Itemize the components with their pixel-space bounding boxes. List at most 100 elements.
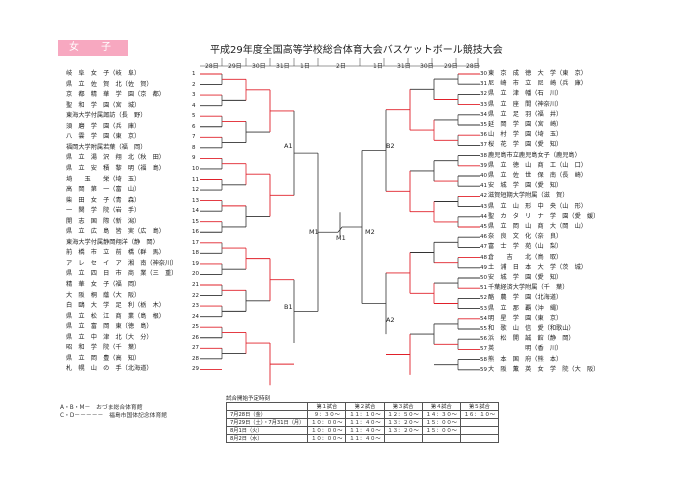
team-name: 熊 本 国 府（熊 本）: [488, 355, 563, 363]
team-name: 県 立 岡 豊（高 知）: [66, 354, 141, 362]
team-name: 県 立 徳 山 商 工（山 口）: [488, 161, 587, 169]
team-entry: 安 城 学 園（愛 知）50: [480, 274, 648, 282]
schedule-row: 7月29日（土）・7月31日（月）１０：００～１１：４０～１３：２０～１５：００…: [225, 418, 499, 427]
schedule-cell: １０：００～: [307, 418, 347, 427]
schedule-cell: １１：１０～: [345, 410, 385, 419]
team-name: 一 関 学 院（岩 手）: [66, 207, 141, 215]
date-label: 30日: [252, 63, 266, 70]
team-entry: 精 華 女 子（福 岡）21: [66, 281, 208, 289]
team-entry: 福岡大学附属若葉（福 岡） 8: [66, 144, 208, 152]
team-entry: 県 立 湯 沢 翔 北（秋 田） 9: [66, 154, 208, 162]
schedule-cell: １５：００～: [421, 418, 461, 427]
team-number: 8: [192, 144, 196, 151]
team-name: 県 立 湯 沢 翔 北（秋 田）: [66, 154, 165, 162]
team-name: 東 京 成 徳 大 学（東 京）: [488, 70, 587, 77]
team-name: 大 阪 桐 蔭（大 阪）: [66, 291, 141, 299]
team-entry: 県 立 広 島 皆 実（広 島）16: [66, 228, 208, 236]
date-label: 28日: [205, 63, 219, 70]
team-number: 37: [480, 142, 487, 149]
team-number: 9: [192, 155, 196, 162]
team-name: 県 立 那 覇（沖 縄）: [488, 304, 563, 312]
team-number: 1: [192, 71, 196, 77]
team-entry: ア レ セ イ ア 湘 南（神奈川）19: [66, 260, 208, 268]
team-name: 大 阪 薫 英 女 学 院（大 阪）: [488, 365, 600, 373]
schedule-cell: １１：４０～: [345, 418, 385, 427]
team-name: 尼 崎 市 立 尼 崎（兵 庫）: [488, 80, 587, 88]
court-label-m2: M2: [365, 228, 375, 236]
team-entry: 県 立 徳 山 商 工（山 口）39: [480, 161, 648, 170]
team-name: 県 立 富 岡 東（徳 島）: [66, 323, 153, 331]
team-entry: 明 星 学 園（東 京）54: [480, 314, 648, 323]
venue-line-1: A・B・M－ おづま総合体育館: [60, 405, 143, 411]
team-name: 福岡大学附属若葉（福 岡）: [66, 143, 147, 151]
team-entry: 県 立 山 形 中 央（山 形）43: [480, 203, 648, 211]
team-entry: 大 阪 薫 英 女 学 院（大 阪）59: [480, 365, 648, 374]
team-name: 京 都 精 華 学 園（京 都）: [66, 91, 165, 99]
team-name: 県 立 座 間（神奈川）: [488, 100, 563, 108]
team-number: 46: [480, 234, 487, 241]
team-name: 県 立 岡 山 商 大（岡 山）: [488, 223, 587, 230]
tournament-bracket: [200, 58, 480, 386]
team-name: 県 立 足 羽（福 井）: [488, 110, 563, 118]
team-number: 30: [480, 71, 487, 77]
team-number: 17: [192, 239, 199, 246]
team-number: 26: [192, 334, 199, 341]
team-name: 英 明（香 川）: [488, 345, 563, 353]
team-number: 44: [480, 213, 487, 220]
team-entry: 県 立 佐 賀 北（佐 賀）2: [66, 81, 208, 89]
team-entry: 札 幌 山 の 手（北海道）29: [66, 365, 208, 373]
team-entry: 聖 和 学 園（宮 城）4: [66, 102, 208, 110]
team-number: 27: [192, 345, 199, 352]
team-number: 34: [480, 111, 487, 118]
schedule-cell: １３：２０～: [383, 426, 423, 435]
team-name: 東海大学付属諏訪（長 野）: [66, 112, 147, 120]
team-number: 38: [480, 152, 487, 159]
team-entry: 白 鷗 大 学 足 利（栃 木）23: [66, 302, 208, 310]
team-name: 前 橋 市 立 前 橋（群 馬）: [66, 249, 165, 257]
team-name: 柴 田 女 子（青 森）: [66, 196, 141, 204]
team-number: 35: [480, 122, 487, 128]
team-name: 須 磨 学 園（兵 庫）: [66, 122, 141, 130]
team-name: 酪 農 学 園（北海道）: [488, 294, 563, 302]
team-number: 33: [480, 101, 487, 108]
team-entry: 県 立 安 積 黎 明（福 島）10: [66, 165, 208, 173]
team-name: ア レ セ イ ア 湘 南（神奈川）: [66, 259, 178, 267]
team-entry: 昭 和 学 院（千 葉）27: [66, 344, 208, 352]
team-name: 高 岡 第 一（富 山）: [66, 186, 141, 194]
schedule-cell: ９：３０～: [307, 410, 347, 419]
team-name: 精 華 女 子（福 岡）: [66, 281, 141, 288]
schedule-cell: １６：１０～: [459, 410, 499, 419]
team-entry: 延 岡 学 園（宮 崎）35: [480, 121, 648, 129]
team-entry: 県 立 岡 山 商 大（岡 山）45: [480, 223, 648, 231]
schedule-cell: １１：４０～: [345, 426, 385, 435]
date-label: 1日: [300, 63, 310, 70]
team-number: 3: [192, 92, 196, 99]
team-entry: 尼 崎 市 立 尼 崎（兵 庫）31: [480, 80, 648, 88]
team-entry: 八 雲 学 園（東 京）7: [66, 133, 208, 141]
team-entry: 滋賀短期大学附属（滋 賀）42: [480, 192, 648, 200]
date-label: 30日: [420, 63, 434, 70]
team-number: 10: [192, 165, 199, 172]
schedule-header-cell: 第５試合: [459, 402, 499, 411]
team-name: 明 星 学 園（東 京）: [488, 314, 563, 322]
date-label: 2日: [336, 63, 346, 70]
team-number: 53: [480, 305, 487, 312]
team-number: 59: [480, 366, 487, 373]
court-label-m1-final: M1: [336, 234, 346, 242]
team-number: 15: [192, 218, 199, 225]
court-label-m1: M1: [309, 228, 319, 236]
team-number: 36: [480, 132, 487, 139]
team-entry: 柴 田 女 子（青 森）13: [66, 197, 208, 205]
team-entry: 英 明（香 川）57: [480, 345, 648, 353]
team-entry: 県 立 四 日 市 商 業（三 重）20: [66, 270, 208, 278]
team-entry: 県 立 座 間（神奈川）33: [480, 100, 648, 109]
date-label: 1日: [373, 63, 383, 70]
team-name: 県 立 中 津 北（大 分）: [66, 333, 153, 341]
team-entry: 倉 吉 北（鳥 取）48: [480, 254, 648, 262]
team-number: 18: [192, 250, 199, 257]
team-name: 札 幌 山 の 手（北海道）: [66, 365, 153, 373]
team-entry: 東海大学付属諏訪（長 野）5: [66, 112, 208, 120]
team-name: 安 城 学 園（愛 知）: [488, 274, 563, 281]
team-entry: 大 阪 桐 蔭（大 阪）22: [66, 292, 208, 300]
